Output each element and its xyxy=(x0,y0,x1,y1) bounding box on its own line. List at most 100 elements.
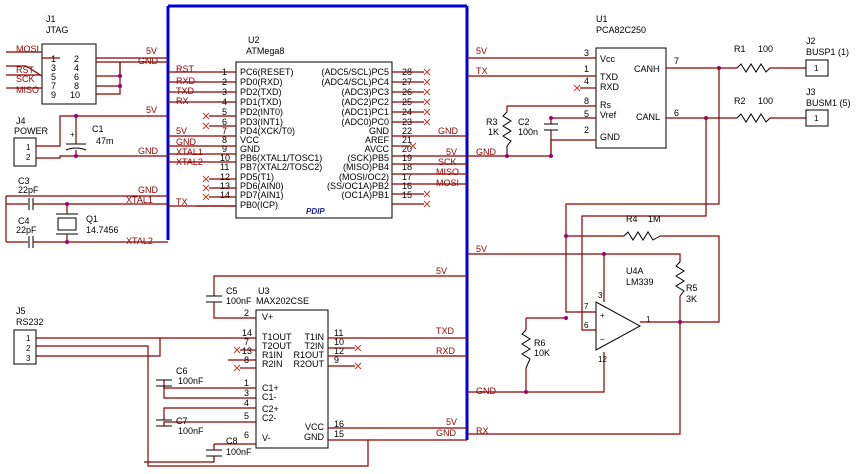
svg-text:Rs: Rs xyxy=(600,100,611,110)
svg-text:R1IN: R1IN xyxy=(262,350,283,360)
svg-text:100nF: 100nF xyxy=(178,376,204,386)
svg-text:R5: R5 xyxy=(686,283,698,293)
svg-text:1M: 1M xyxy=(648,214,661,224)
svg-text:TXD: TXD xyxy=(176,86,195,96)
u2-body xyxy=(235,61,393,219)
svg-text:16: 16 xyxy=(402,181,412,191)
svg-text:BUSP1 (1): BUSP1 (1) xyxy=(806,47,849,57)
svg-text:22: 22 xyxy=(402,126,412,136)
svg-text:3: 3 xyxy=(244,388,249,398)
chip-u1: U1 PCA82C250 Vcc TXD RXD Rs Vref GND CAN… xyxy=(467,14,737,158)
svg-text:PD7(AIN1): PD7(AIN1) xyxy=(240,190,284,200)
svg-text:T1OUT: T1OUT xyxy=(262,332,292,342)
svg-text:14.7456: 14.7456 xyxy=(86,225,119,235)
svg-text:BUSM1 (5): BUSM1 (5) xyxy=(806,98,851,108)
svg-text:C7: C7 xyxy=(176,416,188,426)
svg-text:GND: GND xyxy=(138,146,159,156)
j1-name: JTAG xyxy=(46,25,68,35)
svg-text:9: 9 xyxy=(222,144,227,154)
svg-text:11: 11 xyxy=(334,328,343,338)
svg-text:GND: GND xyxy=(176,137,197,147)
svg-text:2: 2 xyxy=(26,344,31,353)
svg-text:6: 6 xyxy=(244,430,249,440)
net-rst: RST xyxy=(16,65,35,75)
svg-text:9: 9 xyxy=(334,355,339,365)
connector-j5: J5 RS232 1 2 3 xyxy=(13,306,44,365)
svg-text:U1: U1 xyxy=(596,14,608,24)
svg-text:7: 7 xyxy=(244,337,249,347)
svg-text:3: 3 xyxy=(598,291,603,300)
svg-text:7: 7 xyxy=(222,126,227,136)
svg-text:1: 1 xyxy=(26,334,31,343)
svg-text:PCA82C250: PCA82C250 xyxy=(596,25,646,35)
svg-text:1: 1 xyxy=(814,114,819,123)
svg-text:100nF: 100nF xyxy=(226,447,252,457)
svg-text:(ADC3)PC3: (ADC3)PC3 xyxy=(341,87,389,97)
svg-text:1: 1 xyxy=(584,64,589,74)
svg-text:PDIP: PDIP xyxy=(306,207,325,216)
svg-text:(SS/OC1A)PB2: (SS/OC1A)PB2 xyxy=(327,181,389,191)
svg-text:+: + xyxy=(600,311,605,320)
svg-text:V-: V- xyxy=(262,433,271,443)
svg-text:1: 1 xyxy=(814,64,819,73)
svg-text:POWER: POWER xyxy=(14,126,49,136)
svg-text:5V: 5V xyxy=(446,417,457,427)
chip-u3: U3 MAX202CSE V+ T1OUT T2OUT R1IN R2IN C1… xyxy=(36,266,467,467)
svg-text:2: 2 xyxy=(244,308,249,318)
svg-text:R2OUT: R2OUT xyxy=(293,359,324,369)
svg-text:J4: J4 xyxy=(16,116,26,126)
svg-text:22pF: 22pF xyxy=(18,185,39,195)
svg-text:PB0(ICP): PB0(ICP) xyxy=(240,200,278,210)
svg-text:C8: C8 xyxy=(226,436,238,446)
svg-text:15: 15 xyxy=(334,429,344,439)
svg-text:RXD: RXD xyxy=(436,346,456,356)
svg-text:VCC: VCC xyxy=(305,422,325,432)
svg-text:C1: C1 xyxy=(92,124,104,134)
svg-text:RST: RST xyxy=(176,64,195,74)
net-sck: SCK xyxy=(16,74,35,84)
svg-text:C2-: C2- xyxy=(262,413,277,423)
svg-text:(MOSI/OC2): (MOSI/OC2) xyxy=(339,172,389,182)
svg-text:2: 2 xyxy=(74,54,79,64)
svg-text:C5: C5 xyxy=(226,286,238,296)
svg-text:−: − xyxy=(600,335,605,344)
svg-text:LM339: LM339 xyxy=(626,277,654,287)
svg-text:XTAL1: XTAL1 xyxy=(126,195,153,205)
svg-text:C4: C4 xyxy=(18,216,30,226)
svg-text:100nF: 100nF xyxy=(226,296,252,306)
chip-u2: U2 ATMega8 PDIP RST RXD TXD RX 5V GND XT… xyxy=(168,35,467,219)
svg-text:GND: GND xyxy=(369,126,390,136)
connector-j1: J1 JTAG 1 3 5 7 9 2 4 6 8 10 MOSI RST SC… xyxy=(6,14,168,105)
svg-text:RS232: RS232 xyxy=(16,317,44,327)
svg-text:MAX202CSE: MAX202CSE xyxy=(256,296,309,306)
svg-text:R3: R3 xyxy=(486,117,498,127)
svg-text:6: 6 xyxy=(674,108,679,118)
svg-text:(MISO)PB4: (MISO)PB4 xyxy=(343,162,389,172)
svg-text:(ADC1)PC1: (ADC1)PC1 xyxy=(341,107,389,117)
svg-text:PB7(XTAL2/TOSC2): PB7(XTAL2/TOSC2) xyxy=(240,162,322,172)
svg-text:100: 100 xyxy=(758,96,773,106)
svg-text:GND: GND xyxy=(438,126,459,136)
svg-text:R2: R2 xyxy=(734,96,746,106)
svg-text:T2OUT: T2OUT xyxy=(262,341,292,351)
svg-text:5: 5 xyxy=(222,107,227,117)
svg-text:Vcc: Vcc xyxy=(600,54,616,64)
svg-text:RX: RX xyxy=(176,96,189,106)
svg-text:XTAL2: XTAL2 xyxy=(126,236,153,246)
svg-text:J5: J5 xyxy=(16,306,26,316)
svg-text:3K: 3K xyxy=(686,294,697,304)
svg-text:(ADC5/SCL)PC5: (ADC5/SCL)PC5 xyxy=(321,67,389,77)
u1-body xyxy=(595,47,667,149)
svg-text:MOSI: MOSI xyxy=(436,178,459,188)
svg-text:3: 3 xyxy=(51,63,56,73)
svg-text:AREF: AREF xyxy=(365,135,390,145)
svg-text:16: 16 xyxy=(334,419,344,429)
svg-text:VCC: VCC xyxy=(240,135,260,145)
net-mosi: MOSI xyxy=(16,44,39,54)
svg-text:3: 3 xyxy=(26,354,31,363)
svg-text:U2: U2 xyxy=(248,35,260,45)
svg-text:3: 3 xyxy=(222,87,227,97)
svg-text:5V: 5V xyxy=(476,46,487,56)
svg-text:21: 21 xyxy=(402,135,412,145)
svg-text:ATMega8: ATMega8 xyxy=(246,46,284,56)
